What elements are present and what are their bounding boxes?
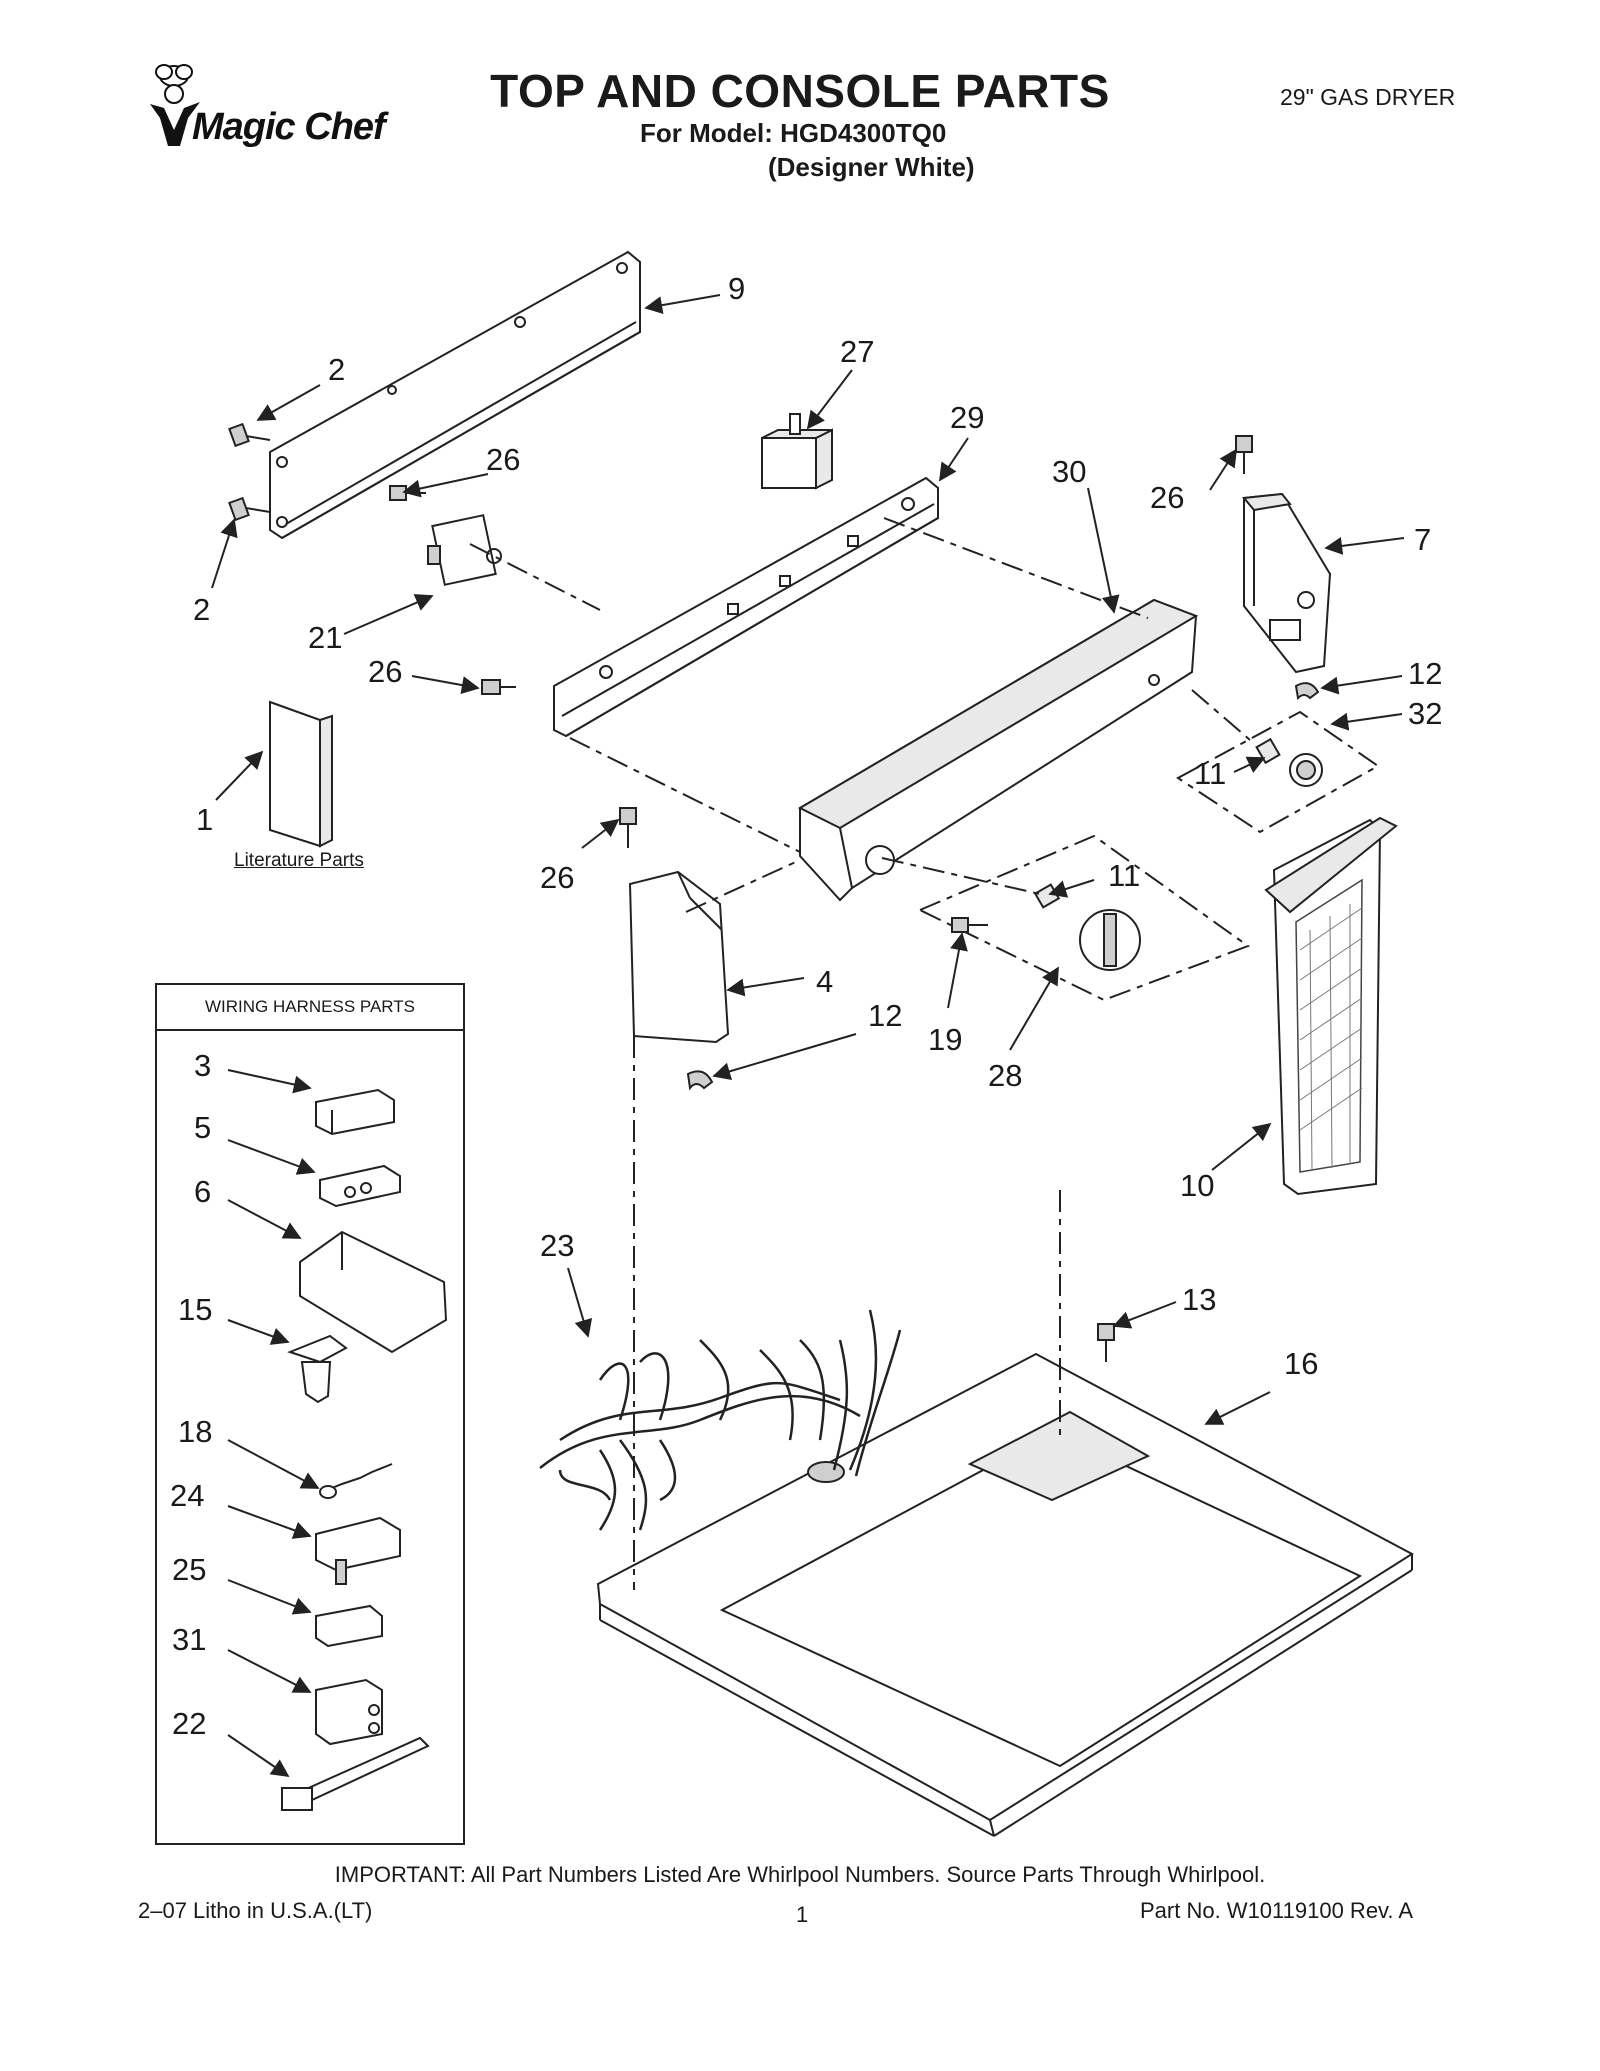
part-29-control-bracket [553, 476, 939, 738]
callout-28: 28 [988, 1058, 1023, 1093]
callout-harness-6: 6 [194, 1174, 212, 1209]
harness-part-24 [315, 1516, 401, 1585]
alignment-lines [469, 517, 1251, 1590]
callout-21: 21 [308, 620, 343, 655]
product-type: 29" GAS DRYER [1280, 84, 1456, 110]
part-28-group-outline [917, 834, 1251, 1002]
color-line: (Designer White) [768, 152, 975, 182]
callout-29: 29 [950, 400, 985, 435]
part-21-component [427, 514, 502, 586]
callout-26-c: 26 [368, 654, 403, 689]
callout-19: 19 [928, 1022, 963, 1057]
page-title: TOP AND CONSOLE PARTS [490, 65, 1110, 117]
callout-7: 7 [1414, 522, 1432, 557]
part-1-literature [269, 700, 333, 848]
callout-harness-18: 18 [178, 1414, 213, 1449]
callout-4: 4 [816, 964, 834, 999]
callout-harness-22: 22 [172, 1706, 207, 1741]
callout-10: 10 [1180, 1168, 1215, 1203]
callout-16: 16 [1284, 1346, 1319, 1381]
model-line: For Model: HGD4300TQ0 [640, 118, 947, 148]
brand-name: Magic Chef [192, 106, 386, 148]
harness-part-18 [319, 1463, 393, 1499]
callout-13: 13 [1182, 1282, 1217, 1317]
callout-harness-25: 25 [172, 1552, 207, 1587]
part-32-knob [1289, 753, 1323, 787]
part-26-screw-c [1235, 435, 1253, 474]
harness-part-5 [319, 1164, 401, 1208]
callout-9: 9 [728, 271, 746, 306]
callout-1: 1 [196, 802, 214, 837]
callout-2-upper: 2 [328, 352, 346, 387]
callout-27: 27 [840, 334, 875, 369]
callout-11-lower: 11 [1108, 858, 1141, 893]
callout-26-a: 26 [486, 442, 521, 477]
callout-harness-31: 31 [172, 1622, 207, 1657]
callout-26-b: 26 [1150, 480, 1185, 515]
callout-harness-24: 24 [170, 1478, 205, 1513]
part-13-screw [1097, 1323, 1115, 1362]
harness-part-22 [281, 1736, 430, 1811]
part-19-screw [951, 917, 988, 933]
part-4-left-end-cap [628, 870, 730, 1044]
callout-30: 30 [1052, 454, 1087, 489]
important-note: IMPORTANT: All Part Numbers Listed Are W… [334, 1862, 1266, 1887]
part-28-timer-knob [1079, 909, 1141, 971]
part-26-screw-d [619, 807, 637, 848]
callout-harness-3: 3 [194, 1048, 212, 1083]
harness-part-31 [315, 1678, 383, 1746]
brand-logo: Magic Chef [140, 58, 440, 158]
part-16-dryer-top [596, 1352, 1414, 1837]
wiring-harness-panel [155, 983, 465, 1845]
callout-harness-5: 5 [194, 1110, 212, 1145]
callout-32: 32 [1408, 696, 1443, 731]
part-12-clip-left [686, 1070, 714, 1091]
page-number: 1 [796, 1902, 809, 1927]
callout-11-upper: 11 [1194, 756, 1227, 791]
part-2-screw-upper [228, 422, 271, 448]
chef-mascot-icon [150, 64, 200, 146]
callout-12-right: 12 [1408, 656, 1443, 691]
part-32-group-outline [1176, 710, 1380, 834]
wiring-harness-title: WIRING HARNESS PARTS [155, 983, 465, 1031]
callout-23: 23 [540, 1228, 575, 1263]
part-number: Part No. W10119100 Rev. A [1140, 1898, 1414, 1923]
callout-26-d: 26 [540, 860, 575, 895]
harness-part-25 [315, 1604, 383, 1648]
literature-parts-label: Literature Parts [234, 850, 364, 871]
part-23-wiring-harness [539, 1309, 902, 1531]
part-27-component [761, 413, 833, 490]
part-2-screw-lower [228, 496, 271, 522]
part-11-sleeve-lower [1033, 883, 1061, 909]
part-9-rear-bracket [269, 250, 641, 540]
harness-part-15 [287, 1334, 348, 1404]
part-26-screw-b [481, 679, 516, 695]
harness-part-3 [315, 1088, 395, 1136]
part-12-clip-right [1294, 682, 1320, 701]
part-7-end-cap [1242, 492, 1332, 674]
litho-info: 2–07 Litho in U.S.A.(LT) [138, 1898, 373, 1923]
callout-12-left: 12 [868, 998, 903, 1033]
callout-harness-15: 15 [178, 1292, 213, 1327]
harness-part-6 [299, 1230, 448, 1354]
callout-2-lower: 2 [193, 592, 211, 627]
part-30-console [797, 598, 1199, 902]
part-10-lint-screen [1264, 816, 1398, 1196]
leader-lines [211, 294, 1405, 1778]
